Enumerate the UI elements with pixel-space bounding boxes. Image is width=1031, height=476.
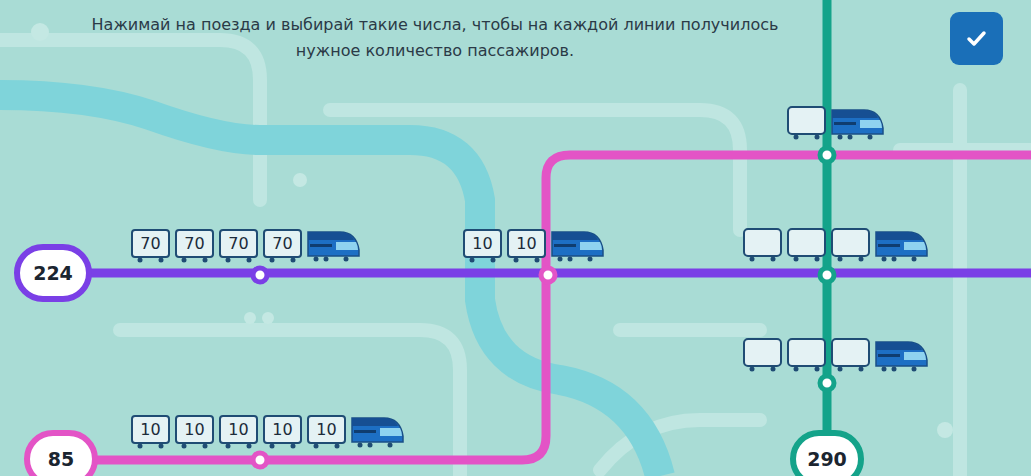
- wagon-number: 70: [228, 234, 248, 253]
- target-number: 224: [33, 262, 73, 284]
- wagon-number: 70: [272, 234, 292, 253]
- train-wagon: 70: [263, 229, 302, 258]
- line-target-circle: 85: [24, 430, 98, 476]
- wagon-number: 10: [184, 420, 204, 439]
- train-wagon: 10: [307, 415, 346, 444]
- wheel: [138, 258, 143, 263]
- instruction-title: Нажимай на поезда и выбирай такие числа,…: [90, 12, 780, 64]
- train-wagon: 10: [263, 415, 302, 444]
- wheel: [247, 444, 252, 449]
- wagon-number: 10: [516, 234, 536, 253]
- line-target-circle: 290: [790, 430, 864, 476]
- wheel: [226, 444, 231, 449]
- wheel: [470, 258, 475, 263]
- wheel: [270, 258, 275, 263]
- wheel: [535, 258, 540, 263]
- wheel: [159, 258, 164, 263]
- wheel: [203, 444, 208, 449]
- wagon-number: 10: [472, 234, 492, 253]
- target-number: 290: [807, 448, 847, 470]
- wheel: [247, 258, 252, 263]
- train-wagon: 10: [131, 415, 170, 444]
- wheel: [314, 444, 319, 449]
- wagon-number: 10: [316, 420, 336, 439]
- wheel: [159, 444, 164, 449]
- wheel: [182, 444, 187, 449]
- check-button: [950, 12, 1003, 65]
- wheel: [335, 444, 340, 449]
- wagon-number: 10: [272, 420, 292, 439]
- wagon-number: 70: [184, 234, 204, 253]
- wheel: [182, 258, 187, 263]
- train-wagon: 10: [175, 415, 214, 444]
- target-number: 85: [48, 448, 74, 470]
- wheel: [203, 258, 208, 263]
- check-icon: [950, 12, 1003, 65]
- wheel: [514, 258, 519, 263]
- train-wagon: 10: [507, 229, 546, 258]
- wagon-number: 10: [228, 420, 248, 439]
- train-wagon: 10: [219, 415, 258, 444]
- train-wagon: 10: [463, 229, 502, 258]
- wagon-number: 70: [140, 234, 160, 253]
- wheel: [270, 444, 275, 449]
- wheel: [291, 258, 296, 263]
- wheel: [226, 258, 231, 263]
- wagon-number: 10: [140, 420, 160, 439]
- wheel: [491, 258, 496, 263]
- wheel: [138, 444, 143, 449]
- train-wagon: 70: [219, 229, 258, 258]
- wheel: [291, 444, 296, 449]
- line-target-circle: 224: [14, 244, 92, 302]
- train-wagon: 70: [131, 229, 170, 258]
- train-wagon: 70: [175, 229, 214, 258]
